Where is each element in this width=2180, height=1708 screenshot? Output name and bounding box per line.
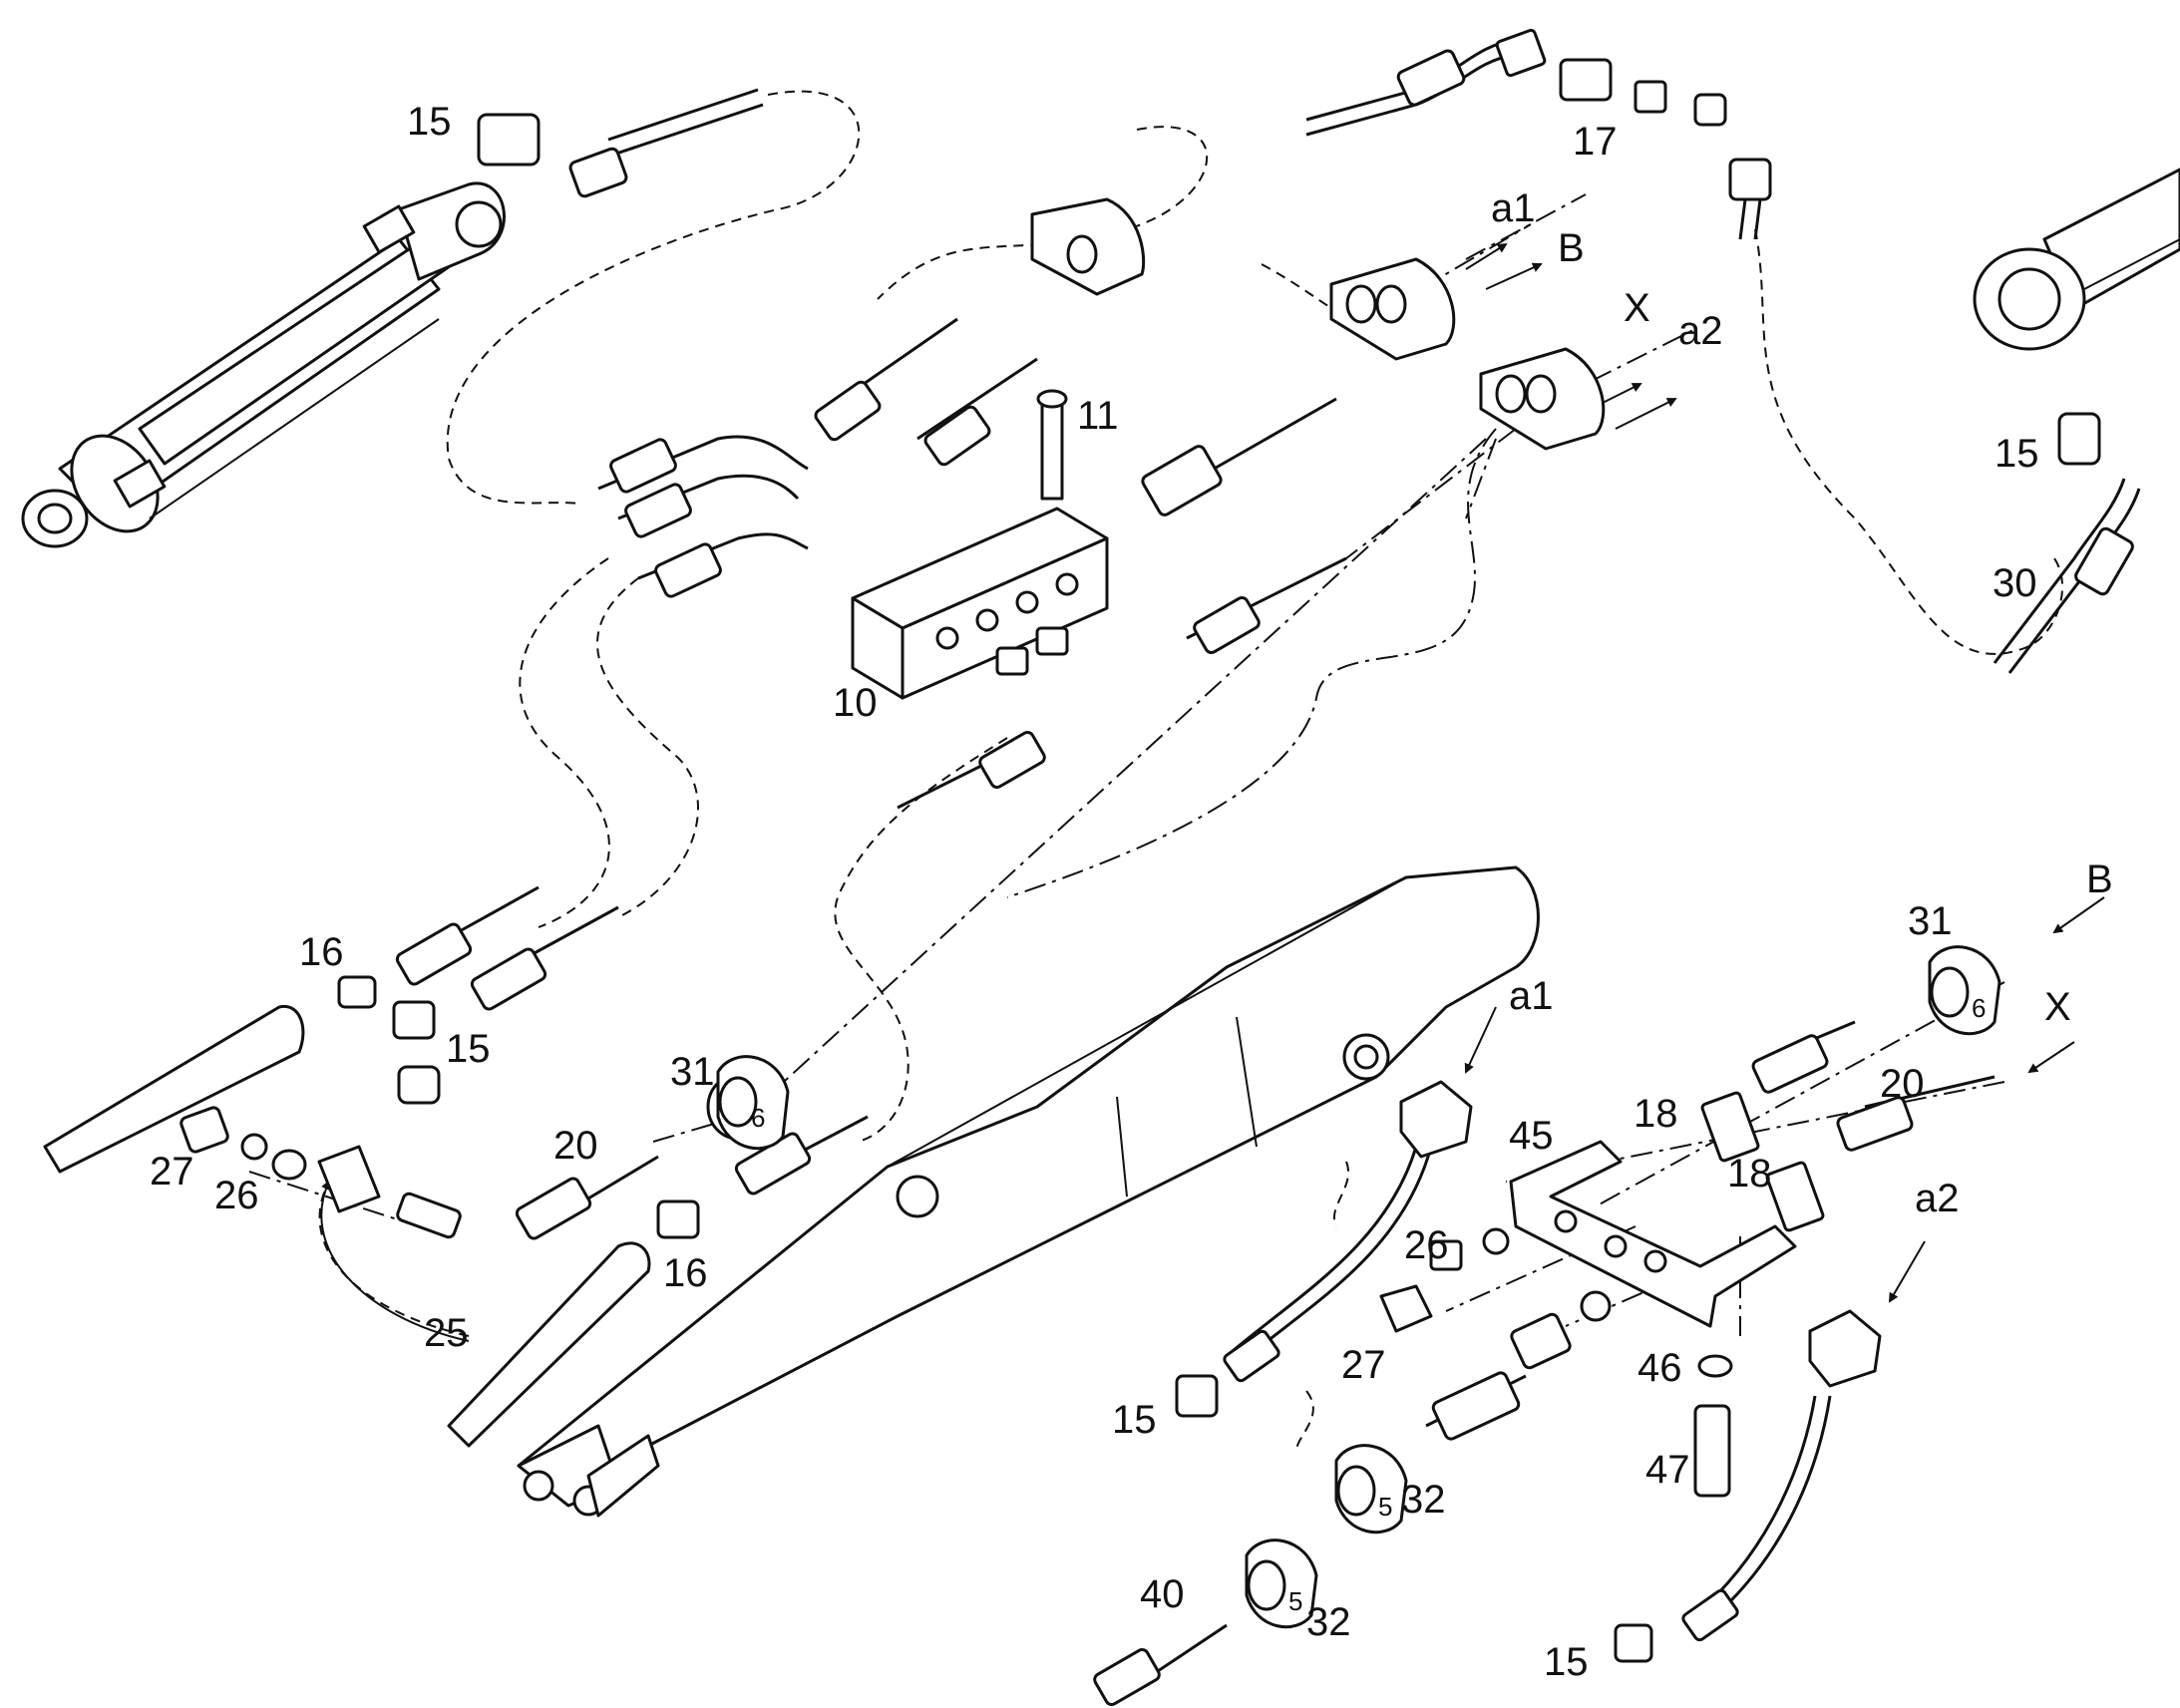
label-15-bottom: 15: [1544, 1640, 1589, 1684]
clamp-mark-31-mid: 6: [751, 1103, 765, 1133]
label-16-mid: 16: [663, 1251, 708, 1295]
direction-arrows: [320, 242, 2105, 1342]
label-15-mid: 15: [446, 1027, 491, 1071]
label-31-mid: 31: [670, 1050, 715, 1094]
label-40: 40: [1140, 1572, 1185, 1616]
bracket-45: [1379, 1091, 1825, 1498]
arrow-b-top: [1485, 262, 1543, 290]
label-20-left: 20: [553, 1124, 598, 1168]
label-a1-top: a1: [1491, 186, 1536, 230]
label-15-right: 15: [1995, 432, 2039, 476]
label-16-left: 16: [299, 930, 344, 974]
clamp-mark-31-right: 6: [1972, 993, 1986, 1023]
hose-fittings: [395, 28, 2134, 1707]
label-17: 17: [1573, 120, 1618, 164]
label-b-top: B: [1558, 226, 1585, 270]
routing-lines: [318, 90, 2063, 1452]
centerlines: [248, 193, 2005, 1336]
label-32-b: 32: [1306, 1600, 1351, 1644]
label-26-left: 26: [214, 1174, 259, 1217]
label-x-right: X: [2044, 985, 2071, 1029]
label-a1-right: a1: [1509, 974, 1554, 1018]
label-11: 11: [1077, 394, 1119, 438]
arrow-a2-top: [1615, 398, 1677, 430]
clamps: [1030, 197, 1882, 1388]
label-25: 25: [424, 1311, 469, 1355]
bolt-11: [1036, 389, 1068, 501]
label-18-b: 18: [1727, 1152, 1772, 1196]
label-26-right: 26: [1404, 1223, 1449, 1267]
label-46: 46: [1637, 1346, 1682, 1390]
part-labels: 15 17 a1 B X a2 11 15 30 10 B 31 16 X 15…: [150, 100, 2113, 1684]
label-20-right: 20: [1880, 1062, 1925, 1106]
arrow-b-right: [2052, 896, 2105, 934]
arrow-a1-right: [1464, 1006, 1497, 1074]
label-31-right: 31: [1908, 899, 1953, 943]
label-45: 45: [1509, 1114, 1554, 1158]
label-a2-right: a2: [1915, 1177, 1960, 1220]
hydraulic-cylinder: [21, 181, 506, 548]
fittings: [477, 58, 2101, 1663]
label-18-a: 18: [1634, 1092, 1678, 1136]
label-27-left: 27: [150, 1150, 194, 1194]
arrow-a2-right: [1888, 1240, 1926, 1303]
label-47: 47: [1645, 1448, 1690, 1492]
label-15-lower: 15: [1112, 1398, 1157, 1442]
label-30: 30: [1993, 561, 2037, 605]
label-10: 10: [833, 681, 878, 725]
arrow-x-top: [1600, 383, 1642, 405]
arrow-x-right: [2027, 1041, 2075, 1074]
clamp-rings: 6 6 5 5: [716, 945, 2001, 1629]
hoses: [448, 38, 2141, 1687]
clamp-mark-32-a: 5: [1378, 1492, 1392, 1522]
label-27-right: 27: [1341, 1343, 1386, 1387]
distribution-block: [851, 507, 1109, 700]
clamp-mark-32-b: 5: [1288, 1586, 1302, 1616]
arrow-a1-top: [1465, 242, 1508, 270]
label-15-top: 15: [407, 100, 452, 144]
label-a2-top: a2: [1678, 309, 1723, 353]
label-b-right: B: [2086, 857, 2113, 901]
wear-strips: [43, 1004, 651, 1448]
label-x-top: X: [1624, 286, 1650, 330]
boom-arm: [517, 865, 1540, 1518]
label-32-a: 32: [1401, 1478, 1446, 1522]
cylinder-rod-eye: [1973, 168, 2180, 351]
arrow-curve-left: [320, 1180, 470, 1342]
